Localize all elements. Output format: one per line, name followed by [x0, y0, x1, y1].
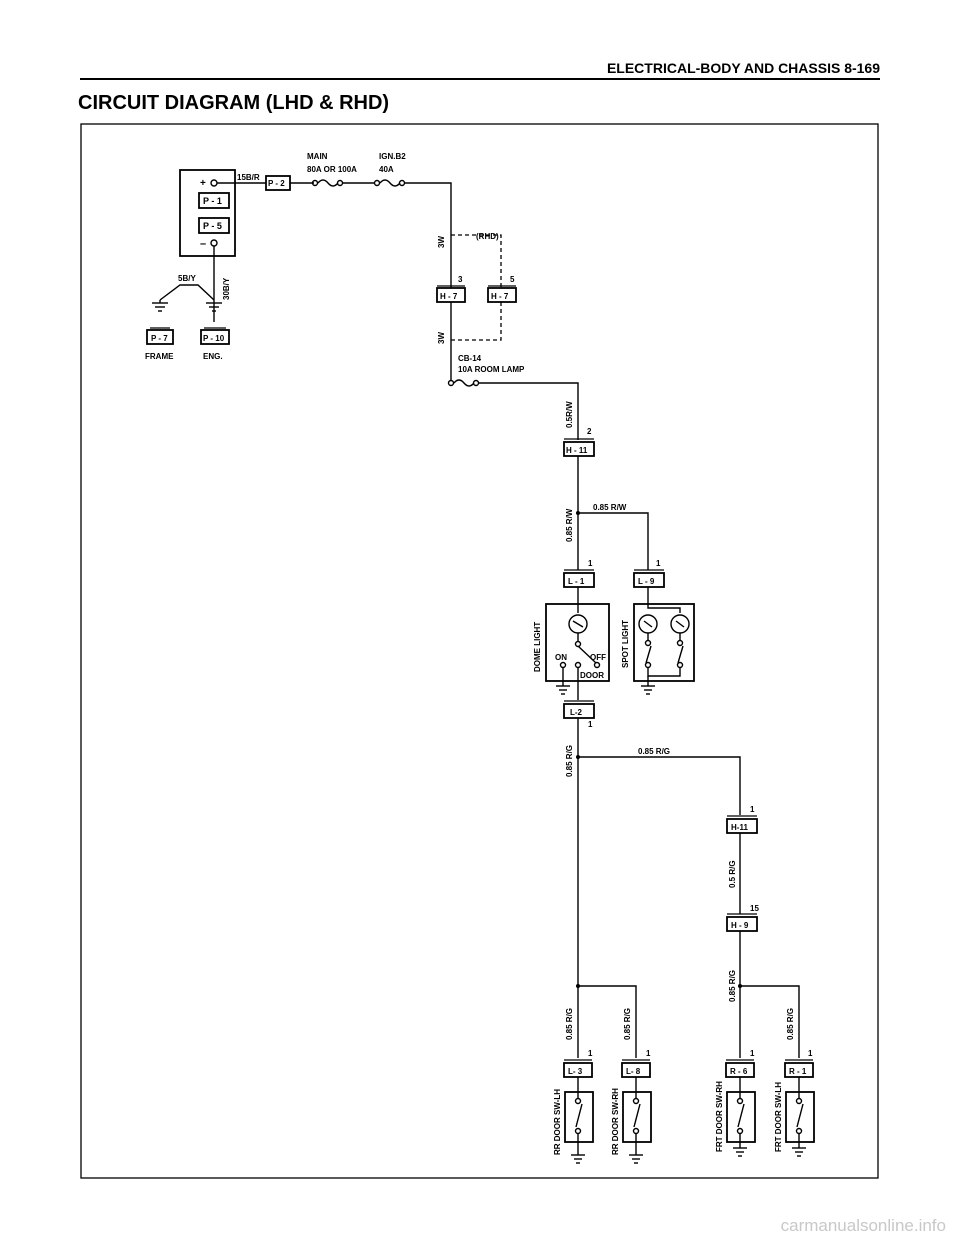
- rr-door-sw-rh-label: RR DOOR SW-RH: [611, 1088, 620, 1155]
- rhd-label: (RHD): [476, 232, 499, 241]
- pin-h7-a: 3: [458, 275, 463, 284]
- dome-on-label: ON: [555, 653, 567, 662]
- main-fuse-label: MAIN: [307, 152, 328, 161]
- diagram-label: –: [200, 238, 206, 250]
- connector-h7-b: H - 7: [491, 292, 509, 301]
- cb14-rating: 10A ROOM LAMP: [458, 365, 525, 374]
- pin-h11-b: 1: [750, 805, 755, 814]
- ign-fuse-label: IGN.B2: [379, 152, 406, 161]
- pin-l2: 1: [588, 720, 593, 729]
- wire-5by-label: 5B/Y: [178, 274, 196, 283]
- rr-door-sw-lh: [564, 1077, 594, 1155]
- dome-off-label: OFF: [590, 653, 606, 662]
- wire-15br-label: 15B/R: [237, 173, 260, 182]
- connector-h7-a: H - 7: [440, 292, 458, 301]
- diagram-frame: [80, 123, 879, 1179]
- watermark: carmanualsonline.info: [780, 1216, 946, 1235]
- diagram-label: +: [200, 178, 206, 189]
- spot-light-label: SPOT LIGHT: [621, 620, 630, 668]
- connector-p2: P - 2: [268, 179, 285, 188]
- spot-ground-symbol: [641, 685, 655, 695]
- connector-l3: L- 3: [568, 1067, 583, 1076]
- frt-rh-ground-symbol: [733, 1147, 747, 1157]
- spot-light: [633, 587, 695, 686]
- frt-door-sw-rh: [726, 1077, 756, 1148]
- rr-door-sw-rh: [622, 1077, 652, 1155]
- pin-l3: 1: [588, 1049, 593, 1058]
- wire-085rw-vertical-label: 0.85 R/W: [565, 508, 574, 542]
- pin-l1: 1: [588, 559, 593, 568]
- section-title: CIRCUIT DIAGRAM (LHD & RHD): [78, 92, 390, 114]
- wire-05rw-label: 0.5R/W: [565, 401, 574, 428]
- frt-door-sw-lh-label: FRT DOOR SW-LH: [774, 1082, 783, 1152]
- battery: + P - 1 P - 5 –: [179, 169, 236, 257]
- wire-085rg-l3-label: 0.85 R/G: [565, 1008, 574, 1040]
- wire-05rg-label: 0.5 R/G: [728, 860, 737, 888]
- dome-door-label: DOOR: [580, 671, 604, 680]
- frt-door-sw-lh: [785, 1077, 815, 1148]
- wire-3w-lower-label: 3W: [437, 332, 446, 344]
- connector-p5: P - 5: [203, 221, 222, 231]
- wire-085rg-vertical-label: 0.85 R/G: [565, 745, 574, 777]
- wire-085rg-l8-label: 0.85 R/G: [623, 1008, 632, 1040]
- frame-ground-symbol: [152, 302, 168, 312]
- connector-h11-a: H - 11: [566, 446, 588, 455]
- dome-light: ON OFF DOOR: [545, 587, 610, 700]
- wire-085rw-horizontal-label: 0.85 R/W: [593, 503, 627, 512]
- wire-085rg-h9-label: 0.85 R/G: [728, 970, 737, 1002]
- connector-p7: P - 7: [151, 334, 168, 343]
- eng-ground-symbol: [206, 302, 222, 312]
- dome-ground-symbol: [556, 685, 570, 695]
- cb14-label: CB-14: [458, 354, 482, 363]
- connector-h9: H - 9: [731, 921, 749, 930]
- connector-l8: L- 8: [626, 1067, 641, 1076]
- wire-085rg-r1-label: 0.85 R/G: [786, 1008, 795, 1040]
- ign-fuse-rating: 40A: [379, 165, 394, 174]
- dome-light-label: DOME LIGHT: [533, 622, 542, 672]
- pin-l8: 1: [646, 1049, 651, 1058]
- eng-ground-label: ENG.: [203, 352, 223, 361]
- rr-lh-ground-symbol: [571, 1154, 585, 1164]
- connector-h11-b: H-11: [731, 823, 748, 832]
- header-title: ELECTRICAL-BODY AND CHASSIS 8-169: [606, 60, 880, 76]
- page-header: ELECTRICAL-BODY AND CHASSIS 8-169: [80, 60, 880, 80]
- frt-door-sw-rh-label: FRT DOOR SW-RH: [715, 1081, 724, 1152]
- connector-l2: L-2: [570, 708, 583, 717]
- connector-l1: L - 1: [568, 577, 585, 586]
- wire-085rg-horizontal-label: 0.85 R/G: [638, 747, 670, 756]
- pin-r1: 1: [808, 1049, 813, 1058]
- pin-h9: 15: [750, 904, 759, 913]
- connector-l9: L - 9: [638, 577, 655, 586]
- frame-ground-label: FRAME: [145, 352, 174, 361]
- frt-lh-ground-symbol: [792, 1147, 806, 1157]
- rr-rh-ground-symbol: [629, 1154, 643, 1164]
- rr-door-sw-lh-label: RR DOOR SW-LH: [553, 1089, 562, 1155]
- connector-p1: P - 1: [203, 196, 222, 206]
- pin-r6: 1: [750, 1049, 755, 1058]
- pin-l9: 1: [656, 559, 661, 568]
- connector-r1: R - 1: [789, 1067, 807, 1076]
- pin-h11-a: 2: [587, 427, 592, 436]
- main-fuse-rating: 80A OR 100A: [307, 165, 357, 174]
- wire-3w-upper-label: 3W: [437, 236, 446, 248]
- wire-30by-label: 30B/Y: [222, 277, 231, 300]
- connector-r6: R - 6: [730, 1067, 748, 1076]
- pin-h7-b: 5: [510, 275, 515, 284]
- connector-p10: P - 10: [203, 334, 225, 343]
